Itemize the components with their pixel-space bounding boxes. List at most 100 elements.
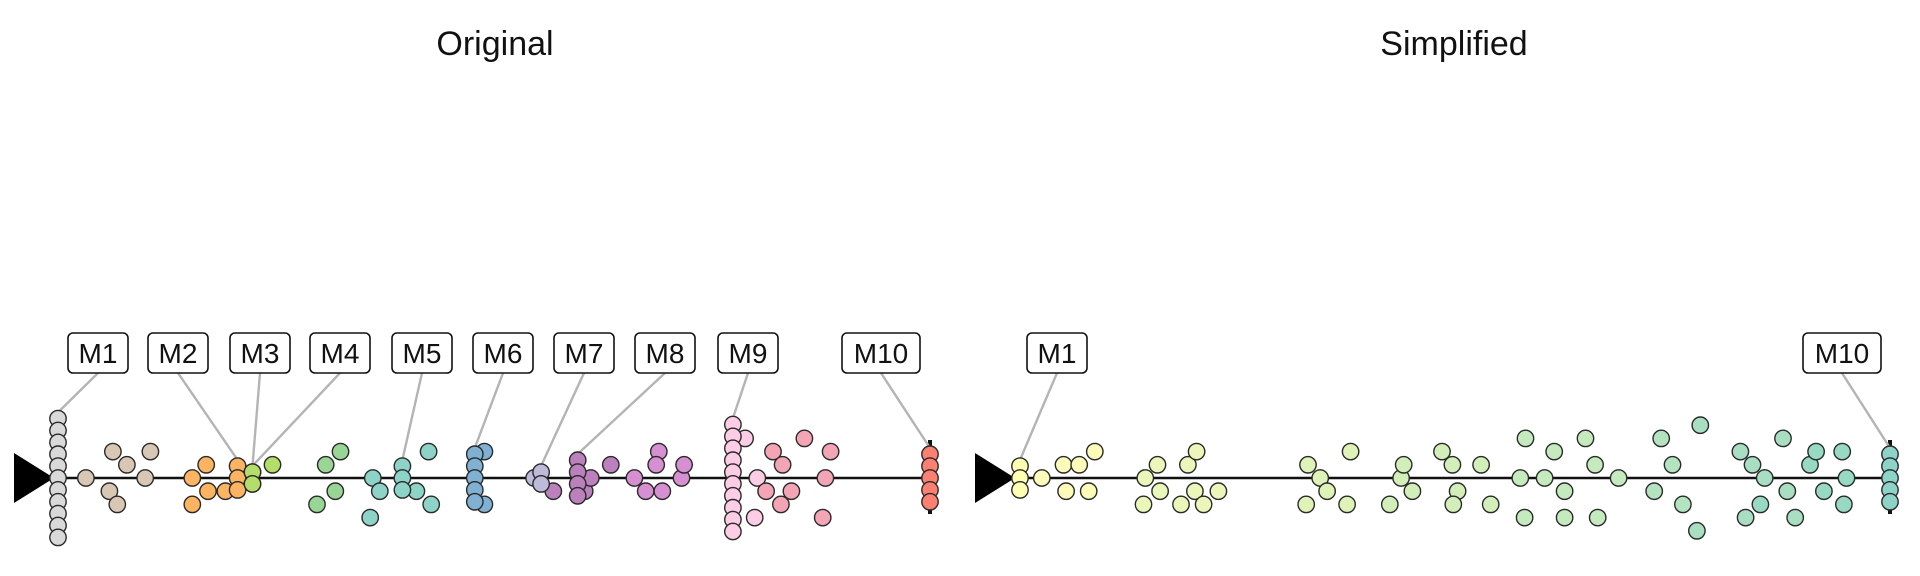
data-point <box>816 469 835 487</box>
data-point <box>1515 508 1534 527</box>
data-point <box>1151 482 1170 501</box>
data-point <box>1186 482 1204 501</box>
marker-leader-line <box>731 372 750 419</box>
data-point <box>1394 455 1413 474</box>
panel-title-original: Original <box>436 25 553 63</box>
data-point <box>1472 455 1491 474</box>
marker-label-box <box>147 332 209 374</box>
data-point <box>1755 469 1774 487</box>
data-point <box>1645 482 1664 501</box>
marker-leader-line <box>57 372 99 414</box>
data-point <box>625 469 644 487</box>
marker-point <box>465 492 484 511</box>
data-point <box>1172 495 1190 514</box>
data-point <box>1209 482 1228 501</box>
data-point <box>419 442 438 461</box>
marker-label-box <box>717 332 779 374</box>
data-point <box>1516 429 1535 448</box>
data-point <box>1743 455 1762 474</box>
data-point <box>1032 469 1051 487</box>
marker-point <box>532 474 550 493</box>
data-point <box>1586 455 1605 474</box>
data-point <box>1444 495 1463 514</box>
panel-title-simplified: Simplified <box>1380 25 1527 63</box>
data-point <box>199 482 217 501</box>
marker-label-text: M9 <box>729 338 768 369</box>
marker-label-text: M10 <box>854 338 908 369</box>
marker-label-text: M4 <box>321 338 360 369</box>
data-point <box>1297 495 1316 514</box>
data-point <box>772 495 790 514</box>
marker-label-text: M6 <box>484 338 523 369</box>
data-point <box>773 455 792 474</box>
data-point <box>1054 455 1073 474</box>
data-point <box>647 455 666 474</box>
data-point <box>1576 429 1595 448</box>
marker-leader-line <box>473 372 505 449</box>
data-point <box>108 495 127 514</box>
data-point <box>1187 442 1206 461</box>
marker-label-m1: M1 <box>1026 332 1088 374</box>
data-point <box>118 455 136 474</box>
marker-label-m7: M7 <box>553 332 615 374</box>
data-point <box>1148 455 1167 474</box>
data-point <box>1134 495 1153 514</box>
data-point <box>675 455 693 474</box>
data-point <box>1079 482 1098 501</box>
data-point <box>308 495 326 514</box>
marker-label-box <box>634 332 696 374</box>
points-simplified <box>1011 416 1899 540</box>
marker-label-m3: M3 <box>229 332 291 374</box>
data-point <box>141 442 160 461</box>
data-point <box>370 482 389 501</box>
data-point <box>136 469 155 487</box>
marker-leader-line <box>540 372 586 467</box>
marker-leader-line <box>576 372 666 455</box>
data-point <box>745 508 764 527</box>
marker-label-box <box>391 332 453 374</box>
data-point <box>1443 455 1462 474</box>
marker-label-text: M2 <box>159 338 198 369</box>
marker-labels-original: M1 M2 M3 M4 M5 M6 M7 M8 M9 M10 <box>67 332 921 374</box>
data-point <box>601 455 620 474</box>
marker-point <box>243 474 262 493</box>
start-triangle-original <box>14 453 54 503</box>
marker-label-box <box>841 332 921 374</box>
data-point <box>1070 455 1089 474</box>
marker-label-text: M1 <box>1038 338 1077 369</box>
data-point <box>1652 429 1671 448</box>
panel-simplified: Simplified M1 M10 <box>975 25 1899 540</box>
data-point <box>1663 455 1682 474</box>
marker-labels-simplified: M1 M10 <box>1026 332 1882 374</box>
marker-label-text: M8 <box>646 338 685 369</box>
data-point <box>757 482 775 501</box>
data-point <box>1194 495 1213 514</box>
marker-point <box>724 522 742 541</box>
points-original <box>49 409 939 547</box>
marker-label-m1: M1 <box>67 332 129 374</box>
data-point <box>764 442 782 461</box>
marker-leader-line <box>1840 372 1892 449</box>
data-point <box>1835 495 1853 514</box>
data-point <box>1609 469 1628 487</box>
data-point <box>748 469 767 487</box>
data-point <box>1535 469 1554 487</box>
panel-original: Original M1 M2 M3 M4 M5 M6 M7 M8 M9 M10 <box>14 25 939 547</box>
data-point <box>653 482 672 501</box>
data-point <box>316 455 335 474</box>
data-point <box>1057 482 1076 501</box>
data-point <box>1403 482 1422 501</box>
data-point <box>77 469 95 487</box>
data-point <box>1786 508 1805 527</box>
marker-leader-line <box>879 372 932 449</box>
data-point <box>361 508 380 527</box>
marker-label-text: M5 <box>403 338 442 369</box>
data-point <box>1318 482 1337 501</box>
data-point <box>1837 469 1856 487</box>
data-point <box>183 469 202 487</box>
data-point <box>1341 442 1360 461</box>
marker-label-m10: M10 <box>1802 332 1882 374</box>
data-point <box>1481 495 1500 514</box>
data-point <box>100 482 119 501</box>
